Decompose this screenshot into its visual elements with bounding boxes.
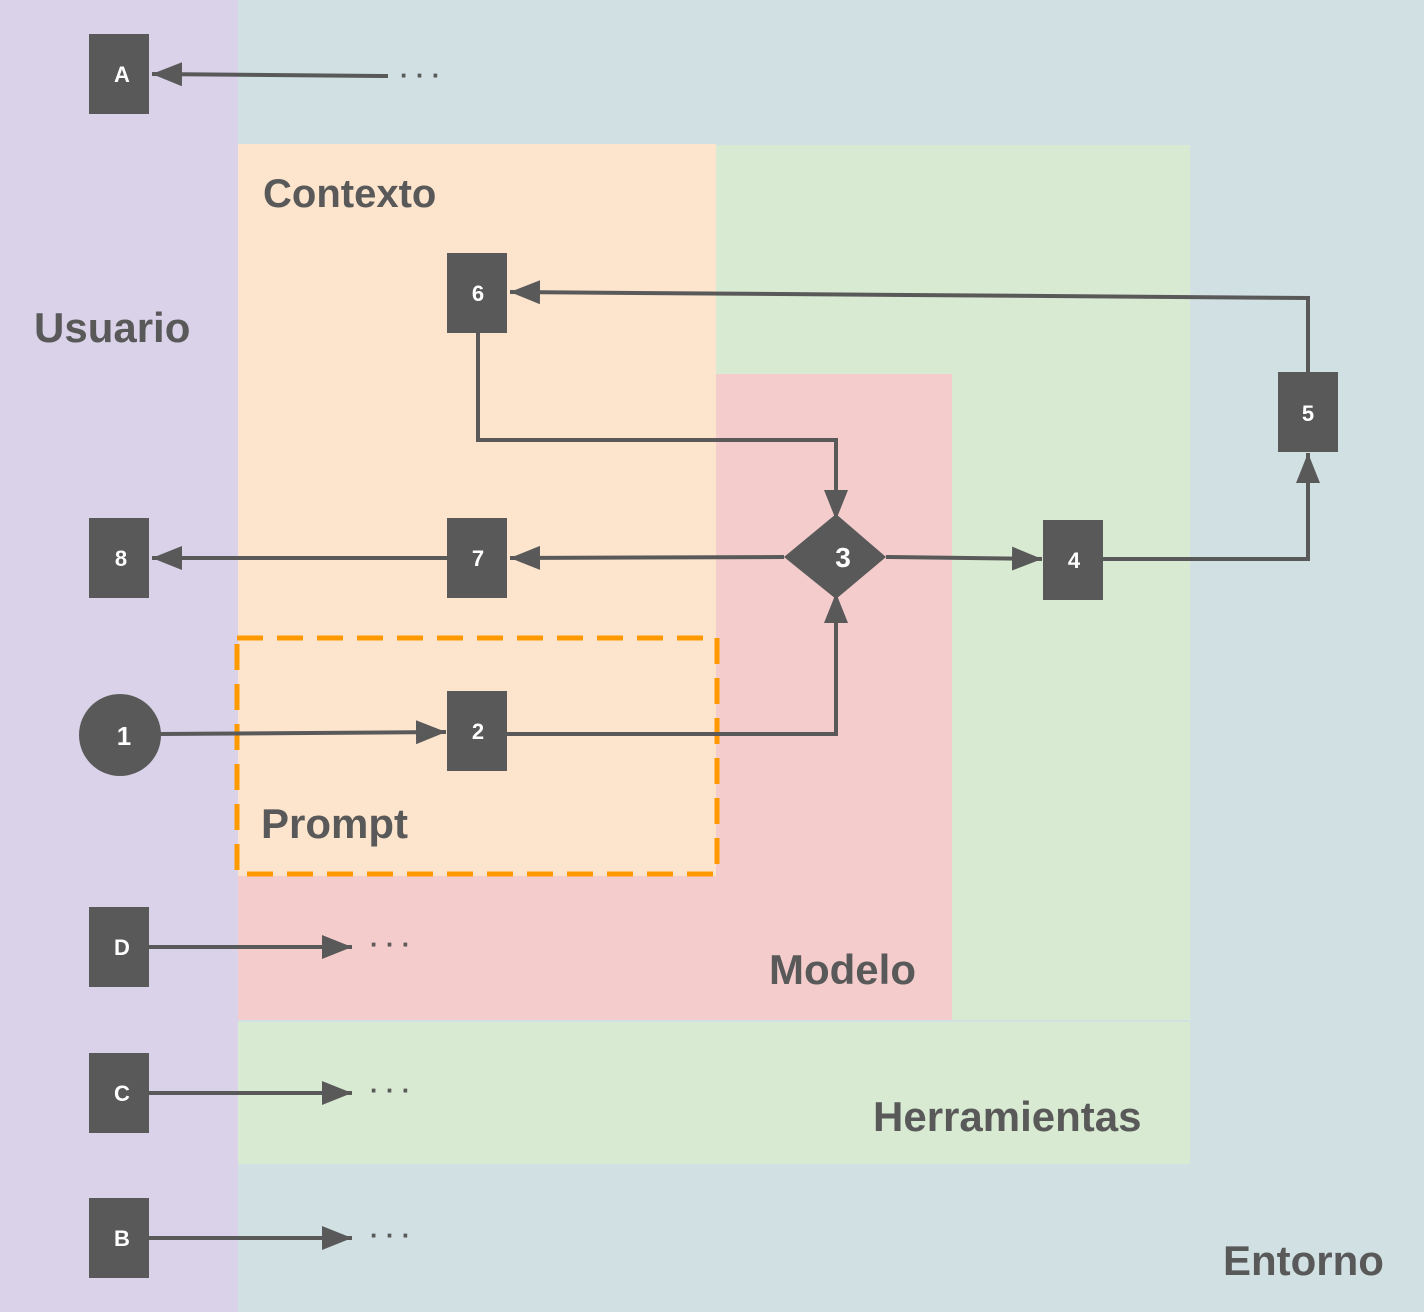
ellipsis-C: · · · bbox=[370, 1075, 410, 1105]
node-A-label: A bbox=[114, 62, 130, 87]
edge-2-to-3 bbox=[507, 593, 848, 736]
edge-3-to-4 bbox=[885, 546, 1043, 571]
edge-1-to-2 bbox=[159, 720, 447, 745]
edge-ellipsis-to-A bbox=[151, 62, 389, 87]
node-D[interactable]: D bbox=[89, 907, 149, 987]
node-7-label: 7 bbox=[472, 546, 484, 571]
node-B-label: B bbox=[114, 1226, 130, 1251]
edge-4-to-5 bbox=[1103, 453, 1320, 561]
node-8-label: 8 bbox=[115, 546, 127, 571]
node-7[interactable]: 7 bbox=[447, 518, 507, 598]
prompt-label: Prompt bbox=[261, 800, 408, 847]
node-3-label: 3 bbox=[835, 542, 851, 573]
region-herramientas-bottom bbox=[238, 1022, 1190, 1164]
node-3[interactable]: 3 bbox=[784, 514, 886, 599]
ellipsis-B: · · · bbox=[370, 1220, 410, 1250]
node-4-label: 4 bbox=[1068, 548, 1081, 573]
edge-6-to-3 bbox=[476, 332, 848, 520]
herramientas-label: Herramientas bbox=[873, 1093, 1142, 1140]
node-6[interactable]: 6 bbox=[447, 253, 507, 333]
ellipsis-D: · · · bbox=[370, 929, 410, 959]
node-D-label: D bbox=[114, 935, 130, 960]
node-2-label: 2 bbox=[472, 719, 484, 744]
node-A[interactable]: A bbox=[89, 34, 149, 114]
node-C-label: C bbox=[114, 1081, 130, 1106]
node-4[interactable]: 4 bbox=[1043, 520, 1103, 600]
node-5-label: 5 bbox=[1302, 401, 1314, 426]
modelo-label: Modelo bbox=[769, 946, 916, 993]
edge-3-to-7 bbox=[509, 545, 785, 570]
node-B[interactable]: B bbox=[89, 1198, 149, 1278]
node-2[interactable]: 2 bbox=[447, 691, 507, 771]
node-5[interactable]: 5 bbox=[1278, 372, 1338, 452]
edge-5-to-6 bbox=[509, 280, 1310, 372]
node-C[interactable]: C bbox=[89, 1053, 149, 1133]
node-8[interactable]: 8 bbox=[89, 518, 149, 598]
node-6-label: 6 bbox=[472, 281, 484, 306]
entorno-label: Entorno bbox=[1223, 1237, 1384, 1284]
usuario-label: Usuario bbox=[34, 304, 191, 351]
ellipsis-A: · · · bbox=[400, 60, 440, 90]
node-1[interactable]: 1 bbox=[79, 694, 161, 776]
prompt-box bbox=[234, 635, 720, 877]
contexto-label: Contexto bbox=[263, 172, 437, 216]
node-1-label: 1 bbox=[117, 721, 131, 751]
